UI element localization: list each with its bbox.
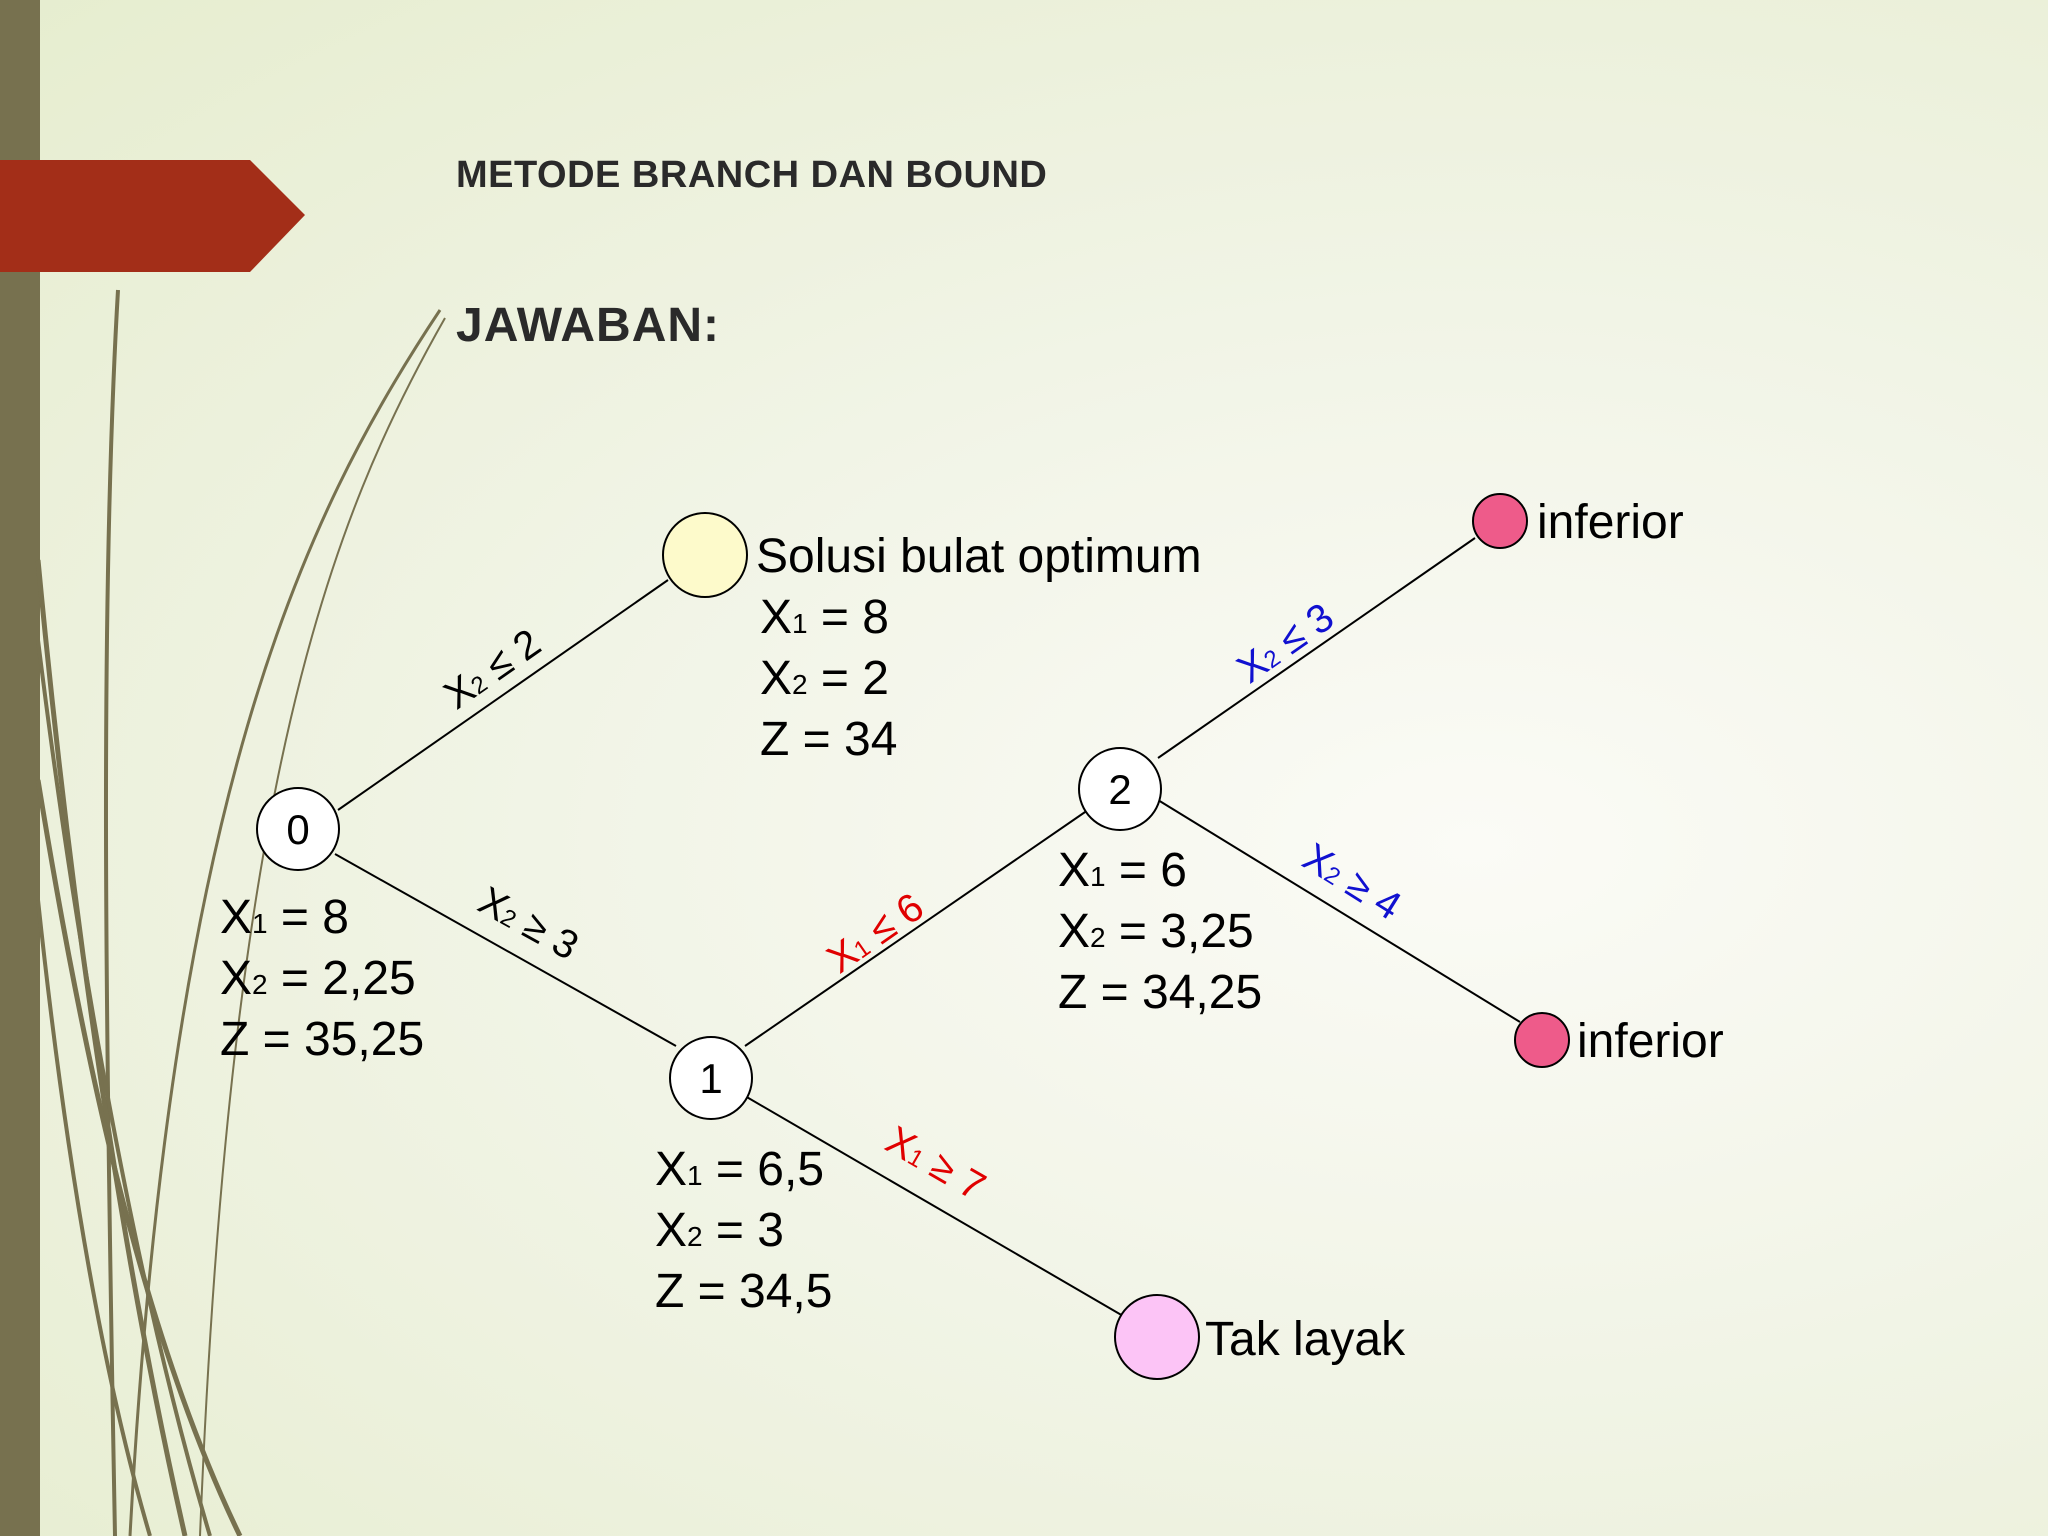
optimum-title: Solusi bulat optimum xyxy=(756,530,1202,583)
edge-label-x2-ge-4: X2 ≥ 4 xyxy=(1295,835,1409,929)
node-infeasible xyxy=(1114,1294,1200,1380)
slide-title: METODE BRANCH DAN BOUND xyxy=(456,154,1048,196)
edge-node2-inferior-top xyxy=(1157,537,1476,759)
edge-label-x1-ge-7: X1 ≥ 7 xyxy=(878,1118,992,1209)
optimum-values: Solusi bulat optimum X1 = 8 X2 = 2 Z = 3… xyxy=(756,530,1202,766)
inferior-bottom-label: inferior xyxy=(1577,1015,1724,1068)
decorative-stems xyxy=(35,289,446,1536)
edge-node2-inferior-bottom xyxy=(1157,799,1521,1023)
node-1 xyxy=(669,1036,753,1120)
node-inferior-top xyxy=(1472,493,1528,549)
header-arrow-banner xyxy=(0,160,305,272)
edge-node1-infeasible xyxy=(744,1095,1131,1321)
node-2 xyxy=(1078,747,1162,831)
infeasible-label: Tak layak xyxy=(1205,1313,1406,1366)
svg-text:X2 = 2: X2 = 2 xyxy=(760,652,889,705)
node-0-label: 0 xyxy=(286,806,309,853)
svg-text:Z = 34,25: Z = 34,25 xyxy=(1058,966,1262,1019)
svg-text:X2 = 3: X2 = 3 xyxy=(655,1204,784,1257)
node-optimum xyxy=(662,512,748,598)
node-1-label: 1 xyxy=(699,1055,722,1102)
node-1-values: X1 = 6,5 X2 = 3 Z = 34,5 xyxy=(655,1143,832,1318)
inferior-top-label: inferior xyxy=(1537,496,1684,549)
svg-text:Z = 34,5: Z = 34,5 xyxy=(655,1265,832,1318)
svg-text:X1 = 6,5: X1 = 6,5 xyxy=(655,1143,824,1196)
edge-label-x2-ge-3: X2 ≥ 3 xyxy=(471,879,585,969)
edge-node1-node2 xyxy=(744,809,1089,1047)
svg-text:X1 = 8: X1 = 8 xyxy=(760,591,889,644)
edge-node0-node1 xyxy=(334,853,677,1047)
edge-node0-optimum xyxy=(337,579,669,811)
svg-text:Z = 34: Z = 34 xyxy=(760,713,897,766)
node-inferior-bottom xyxy=(1514,1012,1570,1068)
node-2-label: 2 xyxy=(1108,766,1131,813)
node-2-values: X1 = 6 X2 = 3,25 Z = 34,25 xyxy=(1058,844,1262,1019)
node-0-values: X1 = 8 X2 = 2,25 Z = 35,25 xyxy=(220,891,424,1066)
edge-label-x1-le-6: X1 ≤ 6 xyxy=(819,885,931,982)
svg-text:X2 = 2,25: X2 = 2,25 xyxy=(220,952,416,1005)
slide-subtitle: JAWABAN: xyxy=(456,299,721,352)
node-0 xyxy=(256,787,340,871)
svg-text:Z = 35,25: Z = 35,25 xyxy=(220,1013,424,1066)
svg-text:X1 = 6: X1 = 6 xyxy=(1058,844,1187,897)
svg-text:X1 = 8: X1 = 8 xyxy=(220,891,349,944)
svg-text:X2 = 3,25: X2 = 3,25 xyxy=(1058,905,1254,958)
